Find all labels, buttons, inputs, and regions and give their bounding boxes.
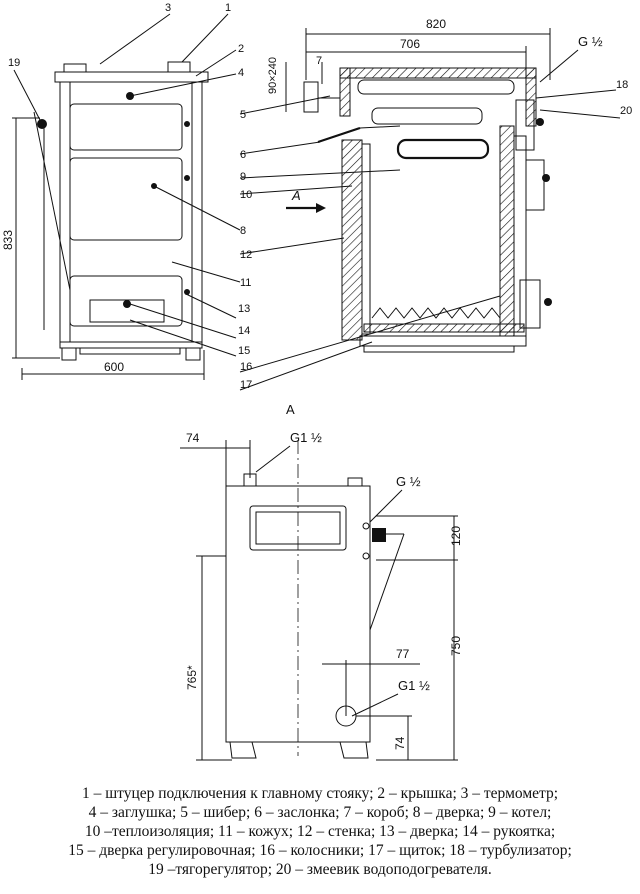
dim-833: 833	[1, 230, 15, 250]
dim-77: 77	[396, 647, 410, 661]
dim-74-bottom: 74	[393, 736, 407, 750]
front-view: 833 600 3 1 2 4 8 11 13 14 15 19	[1, 2, 251, 380]
callout-14: 14	[238, 325, 250, 337]
thread-g1-top: G1 ½	[290, 430, 322, 445]
dim-90x240: 90×240	[267, 57, 279, 94]
legend-caption: 1 – штуцер подключения к главному стояку…	[0, 784, 640, 879]
callout-15: 15	[238, 345, 250, 357]
callout-20: 20	[620, 105, 632, 117]
dim-820: 820	[426, 17, 446, 31]
door-middle	[69, 157, 183, 241]
draft-regulator	[37, 119, 47, 129]
door-lower	[69, 275, 183, 327]
callout-12: 12	[240, 249, 252, 261]
view-a-title: A	[286, 402, 295, 417]
dim-765: 765*	[185, 665, 199, 690]
callout-8: 8	[240, 225, 246, 237]
caption-line: 15 – дверка регулировочная; 16 – колосни…	[68, 842, 572, 859]
callout-16: 16	[240, 361, 252, 373]
thread-g-half-right: G ½	[578, 34, 603, 49]
arrow-a-label: A	[291, 188, 301, 203]
dim-706: 706	[400, 37, 420, 51]
thermometer	[63, 63, 87, 73]
callout-7: 7	[316, 55, 322, 67]
callout-3: 3	[165, 2, 171, 14]
door-upper	[69, 103, 183, 151]
boiler-body	[59, 81, 203, 343]
dim-74-top: 74	[186, 431, 200, 445]
callout-10: 10	[240, 189, 252, 201]
section-view: 820 706 90×240 G ½	[239, 17, 632, 391]
callout-13: 13	[238, 303, 250, 315]
caption-line: 10 –теплоизоляция; 11 – кожух; 12 – стен…	[84, 823, 556, 840]
caption-line: 19 –тягорегулятор; 20 – змеевик водоподо…	[148, 861, 492, 878]
lid	[54, 71, 209, 83]
grate	[371, 307, 501, 319]
dim-750: 750	[449, 636, 463, 656]
view-a: A 74 G1 ½ G ½ 120 750	[180, 402, 463, 761]
view-window	[249, 505, 347, 551]
dim-120: 120	[449, 526, 463, 546]
callout-4: 4	[238, 67, 244, 79]
callout-17: 17	[240, 379, 252, 391]
callout-5: 5	[240, 109, 246, 121]
callout-11: 11	[240, 277, 251, 289]
top-fitting	[167, 61, 191, 73]
callout-6: 6	[240, 149, 246, 161]
thread-g1-bottom: G1 ½	[398, 678, 430, 693]
callout-19: 19	[8, 57, 20, 69]
caption-line: 1 – штуцер подключения к главному стояку…	[81, 785, 559, 802]
dim-600: 600	[104, 360, 124, 374]
caption-line: 4 – заглушка; 5 – шибер; 6 – заслонка; 7…	[88, 804, 552, 821]
thread-g-half: G ½	[396, 474, 421, 489]
callout-2: 2	[238, 43, 244, 55]
callout-9: 9	[240, 171, 246, 183]
callout-18: 18	[616, 79, 628, 91]
callout-1: 1	[225, 2, 231, 14]
